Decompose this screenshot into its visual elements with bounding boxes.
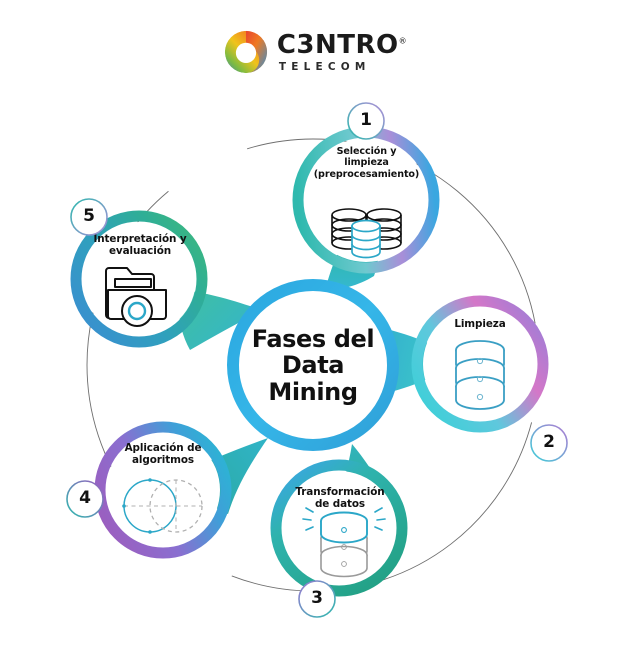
brand-name: C3NTRO® — [276, 29, 408, 60]
node-2-number: 2 — [543, 434, 555, 452]
node-1-badge[interactable]: 1 — [347, 102, 385, 140]
brand-logo: C3NTRO® TELECOM — [0, 24, 631, 80]
c3ntro-circle-logo-icon — [224, 30, 267, 74]
brand-wordmark: C3NTRO® TELECOM — [277, 32, 407, 73]
shining-database-icon — [302, 507, 386, 578]
stacked-databases-icon — [331, 208, 402, 259]
node-1-number: 1 — [360, 112, 372, 130]
database-cylinder-icon — [455, 340, 505, 410]
brand-tagline: TELECOM — [278, 60, 371, 73]
node-5-number: 5 — [83, 208, 95, 226]
node-2-badge[interactable]: 2 — [530, 424, 568, 462]
folder-camera-icon — [105, 267, 167, 327]
node-3-badge[interactable]: 3 — [298, 580, 336, 618]
registered-mark: ® — [398, 36, 408, 46]
node-4-number: 4 — [79, 490, 91, 508]
node-2-label: Limpieza — [454, 318, 506, 330]
venn-diagram-icon — [122, 478, 203, 534]
node-4-badge[interactable]: 4 — [66, 480, 104, 518]
node-3-number: 3 — [311, 590, 323, 608]
node-5-badge[interactable]: 5 — [70, 198, 108, 236]
node-step-2[interactable]: Limpieza 2 — [411, 295, 568, 462]
